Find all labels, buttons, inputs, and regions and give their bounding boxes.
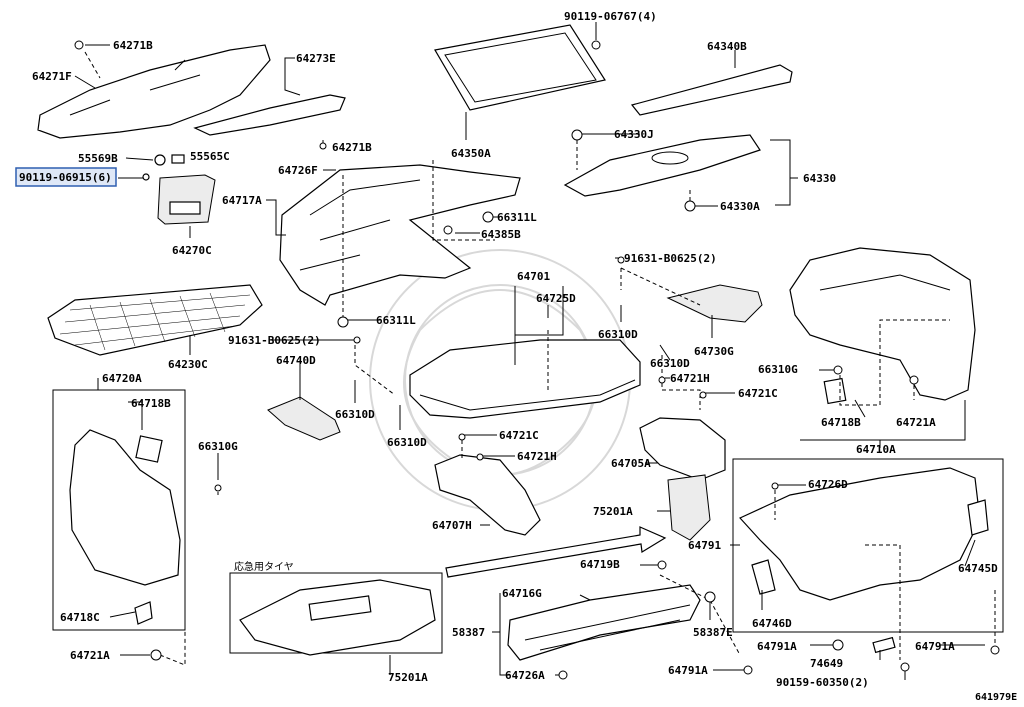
label-58387[interactable]: 58387 (452, 626, 485, 639)
label-55569B[interactable]: 55569B (78, 152, 118, 165)
label-64791[interactable]: 64791 (688, 539, 721, 552)
label-90119-06767[interactable]: 90119-06767(4) (564, 10, 657, 23)
label-64791A-c[interactable]: 64791A (668, 664, 708, 677)
label-74649[interactable]: 74649 (810, 657, 843, 670)
part-75201A-bracket[interactable] (667, 474, 711, 541)
label-64721H-a[interactable]: 64721H (670, 372, 710, 385)
label-64705A[interactable]: 64705A (611, 457, 651, 470)
part-64740D[interactable] (267, 396, 341, 441)
label-66310G-right[interactable]: 66310G (758, 363, 798, 376)
label-64726A[interactable]: 64726A (505, 669, 545, 682)
label-64710A[interactable]: 64710A (856, 443, 896, 456)
part-64330[interactable] (563, 134, 761, 197)
label-64721A-left[interactable]: 64721A (70, 649, 110, 662)
label-64740D[interactable]: 64740D (276, 354, 316, 367)
label-64330A[interactable]: 64330A (720, 200, 760, 213)
label-64717A[interactable]: 64717A (222, 194, 262, 207)
part-75201A-tray[interactable] (239, 579, 436, 656)
part-90119-06915[interactable] (142, 173, 150, 181)
label-66310G-left[interactable]: 66310G (198, 440, 238, 453)
label-64271F[interactable]: 64271F (32, 70, 72, 83)
label-64271B-mid[interactable]: 64271B (332, 141, 372, 154)
part-64271F[interactable] (37, 44, 271, 139)
part-64270C[interactable] (157, 174, 216, 225)
label-64721C-a[interactable]: 64721C (738, 387, 778, 400)
label-64791A-b[interactable]: 64791A (915, 640, 955, 653)
part-64717A[interactable] (279, 164, 521, 306)
part-64340B[interactable] (630, 64, 793, 116)
label-64273E[interactable]: 64273E (296, 52, 336, 65)
part-64705A[interactable] (639, 417, 726, 481)
group-box-64720A (52, 389, 186, 631)
part-74649[interactable] (872, 636, 896, 654)
part-64710A[interactable] (789, 247, 976, 401)
label-64718B-left[interactable]: 64718B (131, 397, 171, 410)
label-91631-B0625-a[interactable]: 91631-B0625(2) (624, 252, 717, 265)
label-66310D-a[interactable]: 66310D (598, 328, 638, 341)
group-box-spare-tire (229, 572, 443, 654)
label-64721C-b[interactable]: 64721C (499, 429, 539, 442)
label-58387E[interactable]: 58387E (693, 626, 733, 639)
net-mesh (59, 292, 251, 351)
label-64745D[interactable]: 64745D (958, 562, 998, 575)
part-55569B[interactable] (154, 154, 166, 166)
label-55565C[interactable]: 55565C (190, 150, 230, 163)
part-64716G[interactable] (507, 584, 701, 661)
part-64745D[interactable] (967, 499, 989, 536)
label-64726D[interactable]: 64726D (808, 478, 848, 491)
label-66310D-b[interactable]: 66310D (650, 357, 690, 370)
label-64725D[interactable]: 64725D (536, 292, 576, 305)
part-64718C[interactable] (134, 601, 153, 625)
label-64707H[interactable]: 64707H (432, 519, 472, 532)
label-64230C[interactable]: 64230C (168, 358, 208, 371)
label-64701[interactable]: 64701 (517, 270, 550, 283)
fasteners (74, 40, 1000, 680)
label-90159-60350[interactable]: 90159-60350(2) (776, 676, 869, 689)
label-75201A-bracket[interactable]: 75201A (593, 505, 633, 518)
diagram-id: 641979E (975, 692, 1017, 703)
direction-arrow (445, 526, 667, 578)
label-64718C[interactable]: 64718C (60, 611, 100, 624)
label-91631-B0625-b[interactable]: 91631-B0625(2) (228, 334, 321, 347)
label-64270C[interactable]: 64270C (172, 244, 212, 257)
part-64791[interactable] (739, 467, 981, 601)
part-64350A[interactable] (434, 24, 606, 111)
part-64718B-left[interactable] (135, 435, 163, 463)
part-55565C[interactable] (171, 154, 185, 164)
label-64718B-right[interactable]: 64718B (821, 416, 861, 429)
label-64726F[interactable]: 64726F (278, 164, 318, 177)
label-64330[interactable]: 64330 (803, 172, 836, 185)
part-64746D[interactable] (751, 559, 776, 595)
label-66310D-c[interactable]: 66310D (335, 408, 375, 421)
label-64791A-a[interactable]: 64791A (757, 640, 797, 653)
label-64385B[interactable]: 64385B (481, 228, 521, 241)
label-64719B[interactable]: 64719B (580, 558, 620, 571)
label-64730G[interactable]: 64730G (694, 345, 734, 358)
label-64721H-b[interactable]: 64721H (517, 450, 557, 463)
label-spare-tire: 応急用タイヤ (234, 560, 294, 573)
label-64720A[interactable]: 64720A (102, 372, 142, 385)
part-64701[interactable] (409, 339, 641, 419)
part-64273E[interactable] (193, 94, 346, 136)
label-64746D[interactable]: 64746D (752, 617, 792, 630)
label-64340B[interactable]: 64340B (707, 40, 747, 53)
part-64730G[interactable] (666, 284, 763, 323)
label-75201A-tray[interactable]: 75201A (388, 671, 428, 684)
part-64230C[interactable] (47, 284, 263, 356)
label-64716G[interactable]: 64716G (502, 587, 542, 600)
label-90119-06915[interactable]: 90119-06915(6) (19, 171, 112, 184)
label-64350A[interactable]: 64350A (451, 147, 491, 160)
label-66311L-a[interactable]: 66311L (497, 211, 537, 224)
part-64718B-right[interactable] (823, 377, 847, 405)
label-64330J[interactable]: 64330J (614, 128, 654, 141)
label-66310D-d[interactable]: 66310D (387, 436, 427, 449)
highlighted-label-box (15, 167, 117, 187)
part-64720A[interactable] (69, 429, 181, 586)
label-66311L-b[interactable]: 66311L (376, 314, 416, 327)
label-64271B-top[interactable]: 64271B (113, 39, 153, 52)
label-64721A-right[interactable]: 64721A (896, 416, 936, 429)
leader-lines (74, 22, 996, 680)
